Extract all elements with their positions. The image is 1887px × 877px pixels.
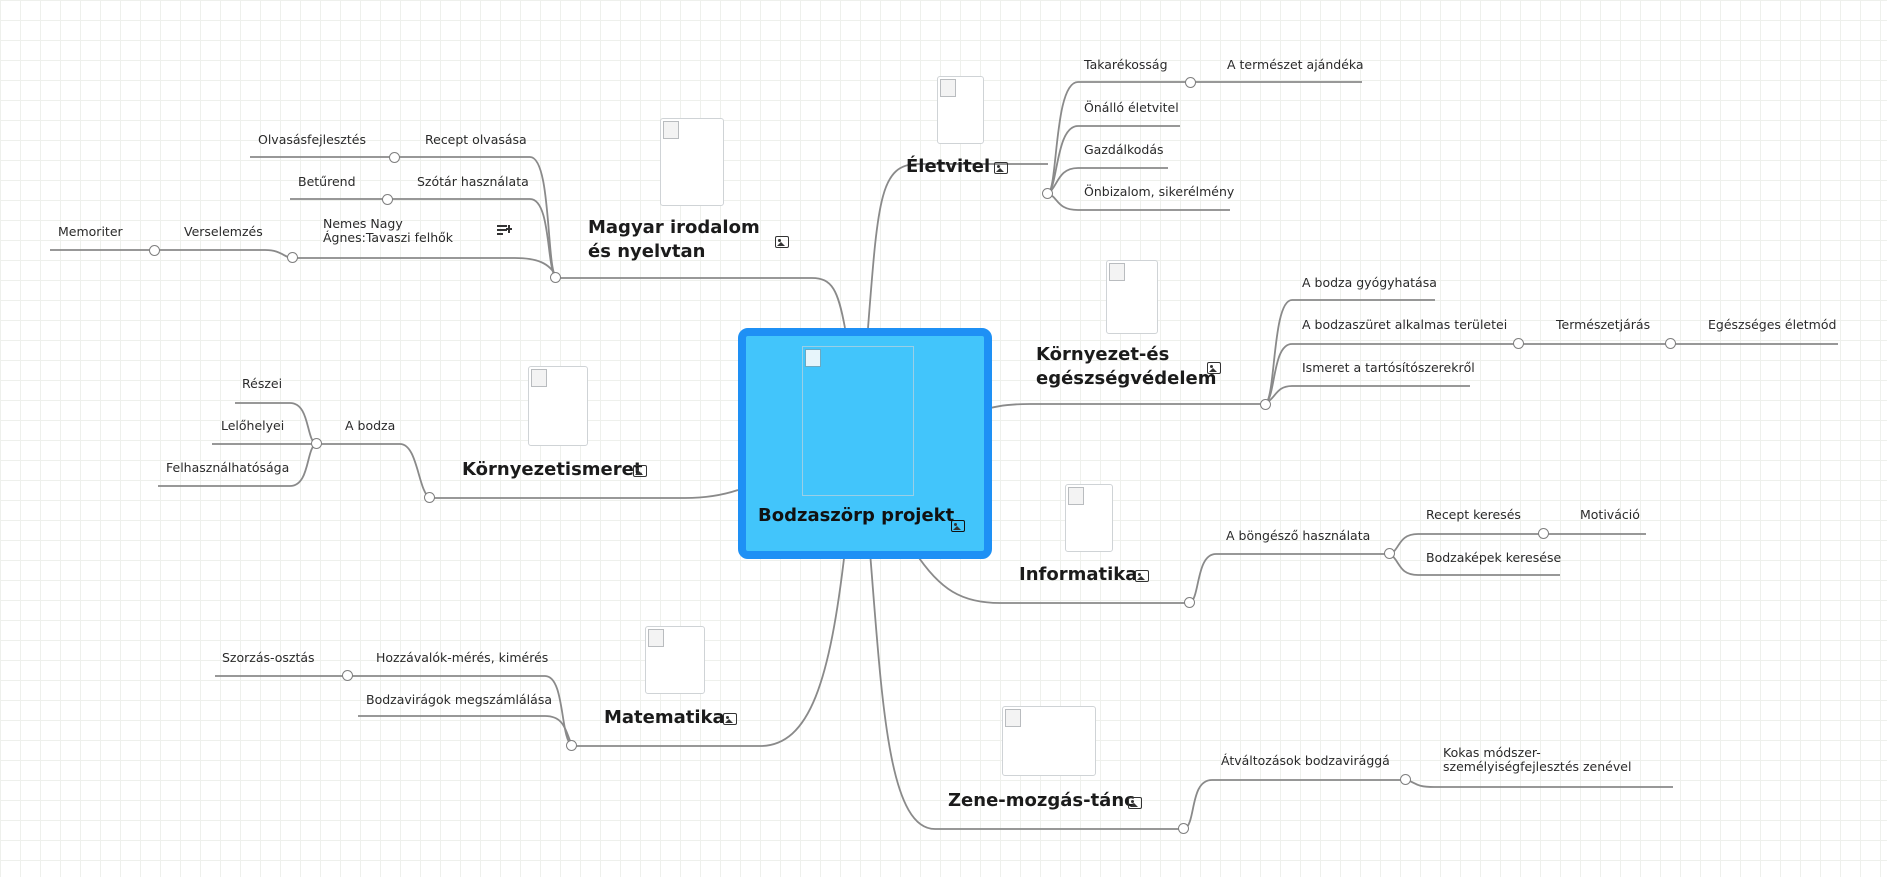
node-termeszet-ajandeka[interactable]: A természet ajándéka [1227,57,1364,72]
collapse-toggle[interactable] [1178,823,1189,834]
collapse-toggle[interactable] [1513,338,1524,349]
image-icon[interactable] [1207,362,1221,374]
topic-image-eletvitel [937,76,984,144]
node-memoriter[interactable]: Memoriter [58,224,123,239]
node-nemes-nagy[interactable]: Nemes Nagy Ágnes:Tavaszi felhők [323,216,453,245]
central-image-placeholder [802,346,914,496]
collapse-toggle[interactable] [566,740,577,751]
image-icon[interactable] [1135,570,1149,582]
topic-zene[interactable]: Zene-mozgás-tánc [948,790,1135,811]
topic-image-informatika [1065,484,1113,552]
topic-matematika[interactable]: Matematika [604,707,725,728]
collapse-toggle[interactable] [1665,338,1676,349]
node-tartositoszer[interactable]: Ismeret a tartósítószerekről [1302,360,1475,375]
node-termeszetjaras[interactable]: Természetjárás [1556,317,1651,332]
topic-image-kornyezet-egeszseg [1106,260,1158,334]
topic-image-magyar [660,118,724,206]
collapse-toggle[interactable] [287,252,298,263]
collapse-toggle[interactable] [1185,77,1196,88]
node-reszei[interactable]: Részei [242,376,283,391]
topic-image-zene [1002,706,1096,776]
node-olvasasfejlesztes[interactable]: Olvasásfejlesztés [258,132,366,147]
image-icon[interactable] [994,162,1008,174]
node-onbizalom[interactable]: Önbizalom, sikerélmény [1084,184,1235,199]
topic-magyar[interactable]: Magyar irodalom és nyelvtan [588,217,760,262]
topic-kornyezet-egeszseg[interactable]: Környezet-és egészségvédelem [1036,344,1217,389]
collapse-toggle[interactable] [149,245,160,256]
node-verselemzes[interactable]: Verselemzés [184,224,263,239]
image-icon[interactable] [1128,797,1142,809]
central-topic-title: Bodzaszörp projekt [758,505,955,526]
edge-central-eletvitel [867,163,1048,329]
collapse-toggle[interactable] [1260,399,1271,410]
node-gyogyhatas[interactable]: A bodza gyógyhatása [1302,275,1437,290]
node-atvaltozasok[interactable]: Átváltozások bodzavirággá [1221,753,1390,768]
central-topic[interactable]: Bodzaszörp projekt [738,328,992,559]
node-kokas[interactable]: Kokas módszer-személyiségfejlesztés zené… [1443,745,1632,774]
collapse-toggle[interactable] [1538,528,1549,539]
node-szotar-hasznalata[interactable]: Szótár használata [417,174,529,189]
collapse-toggle[interactable] [389,152,400,163]
topic-kornyezetismeret[interactable]: Környezetismeret [462,459,643,480]
edge-central-kornyezetismeret [430,489,739,499]
node-bodzaszuret[interactable]: A bodzaszüret alkalmas területei [1302,317,1508,332]
edge-central-informatika [914,551,1190,604]
collapse-toggle[interactable] [342,670,353,681]
edge-central-matematika [572,549,846,747]
collapse-toggle[interactable] [1384,548,1395,559]
node-onallo-eletvitel[interactable]: Önálló életvitel [1084,100,1179,115]
node-szorzas-osztas[interactable]: Szorzás-osztás [222,650,315,665]
image-icon[interactable] [775,236,789,248]
topic-informatika[interactable]: Informatika [1019,564,1138,585]
node-bodzaviragok[interactable]: Bodzavirágok megszámlálása [366,692,552,707]
edge-central-magyar [557,277,846,329]
topic-image-kornyezetismeret [528,366,588,446]
node-a-bodza[interactable]: A bodza [345,418,396,433]
node-bodzakepek[interactable]: Bodzaképek keresése [1426,550,1562,565]
edge-central-kornyezet-egeszseg [983,403,1265,411]
topic-image-matematika [645,626,705,694]
node-recept-kereses[interactable]: Recept keresés [1426,507,1521,522]
node-beturend[interactable]: Betűrend [298,174,356,189]
node-gazdalkodas[interactable]: Gazdálkodás [1084,142,1164,157]
node-hozzavalok[interactable]: Hozzávalók-mérés, kimérés [376,650,549,665]
node-lelohelyei[interactable]: Lelőhelyei [221,418,285,433]
collapse-toggle[interactable] [1400,774,1411,785]
topic-eletvitel[interactable]: Életvitel [906,156,991,177]
node-recept-olvasasa[interactable]: Recept olvasása [425,132,527,147]
image-icon[interactable] [723,713,737,725]
collapse-toggle[interactable] [311,438,322,449]
notes-icon[interactable] [497,225,512,237]
image-icon[interactable] [951,520,965,532]
collapse-toggle[interactable] [1042,188,1053,199]
node-felhasznalhatosaga[interactable]: Felhasználhatósága [166,460,290,475]
node-takarekossag[interactable]: Takarékosság [1084,57,1168,72]
collapse-toggle[interactable] [382,194,393,205]
node-motivacio[interactable]: Motiváció [1580,507,1640,522]
collapse-toggle[interactable] [424,492,435,503]
node-egeszseges-eletmod[interactable]: Egészséges életmód [1708,317,1837,332]
collapse-toggle[interactable] [1184,597,1195,608]
node-bongeszo[interactable]: A böngésző használata [1226,528,1371,543]
edge-central-zene [869,551,1185,830]
collapse-toggle[interactable] [550,272,561,283]
image-icon[interactable] [633,465,647,477]
